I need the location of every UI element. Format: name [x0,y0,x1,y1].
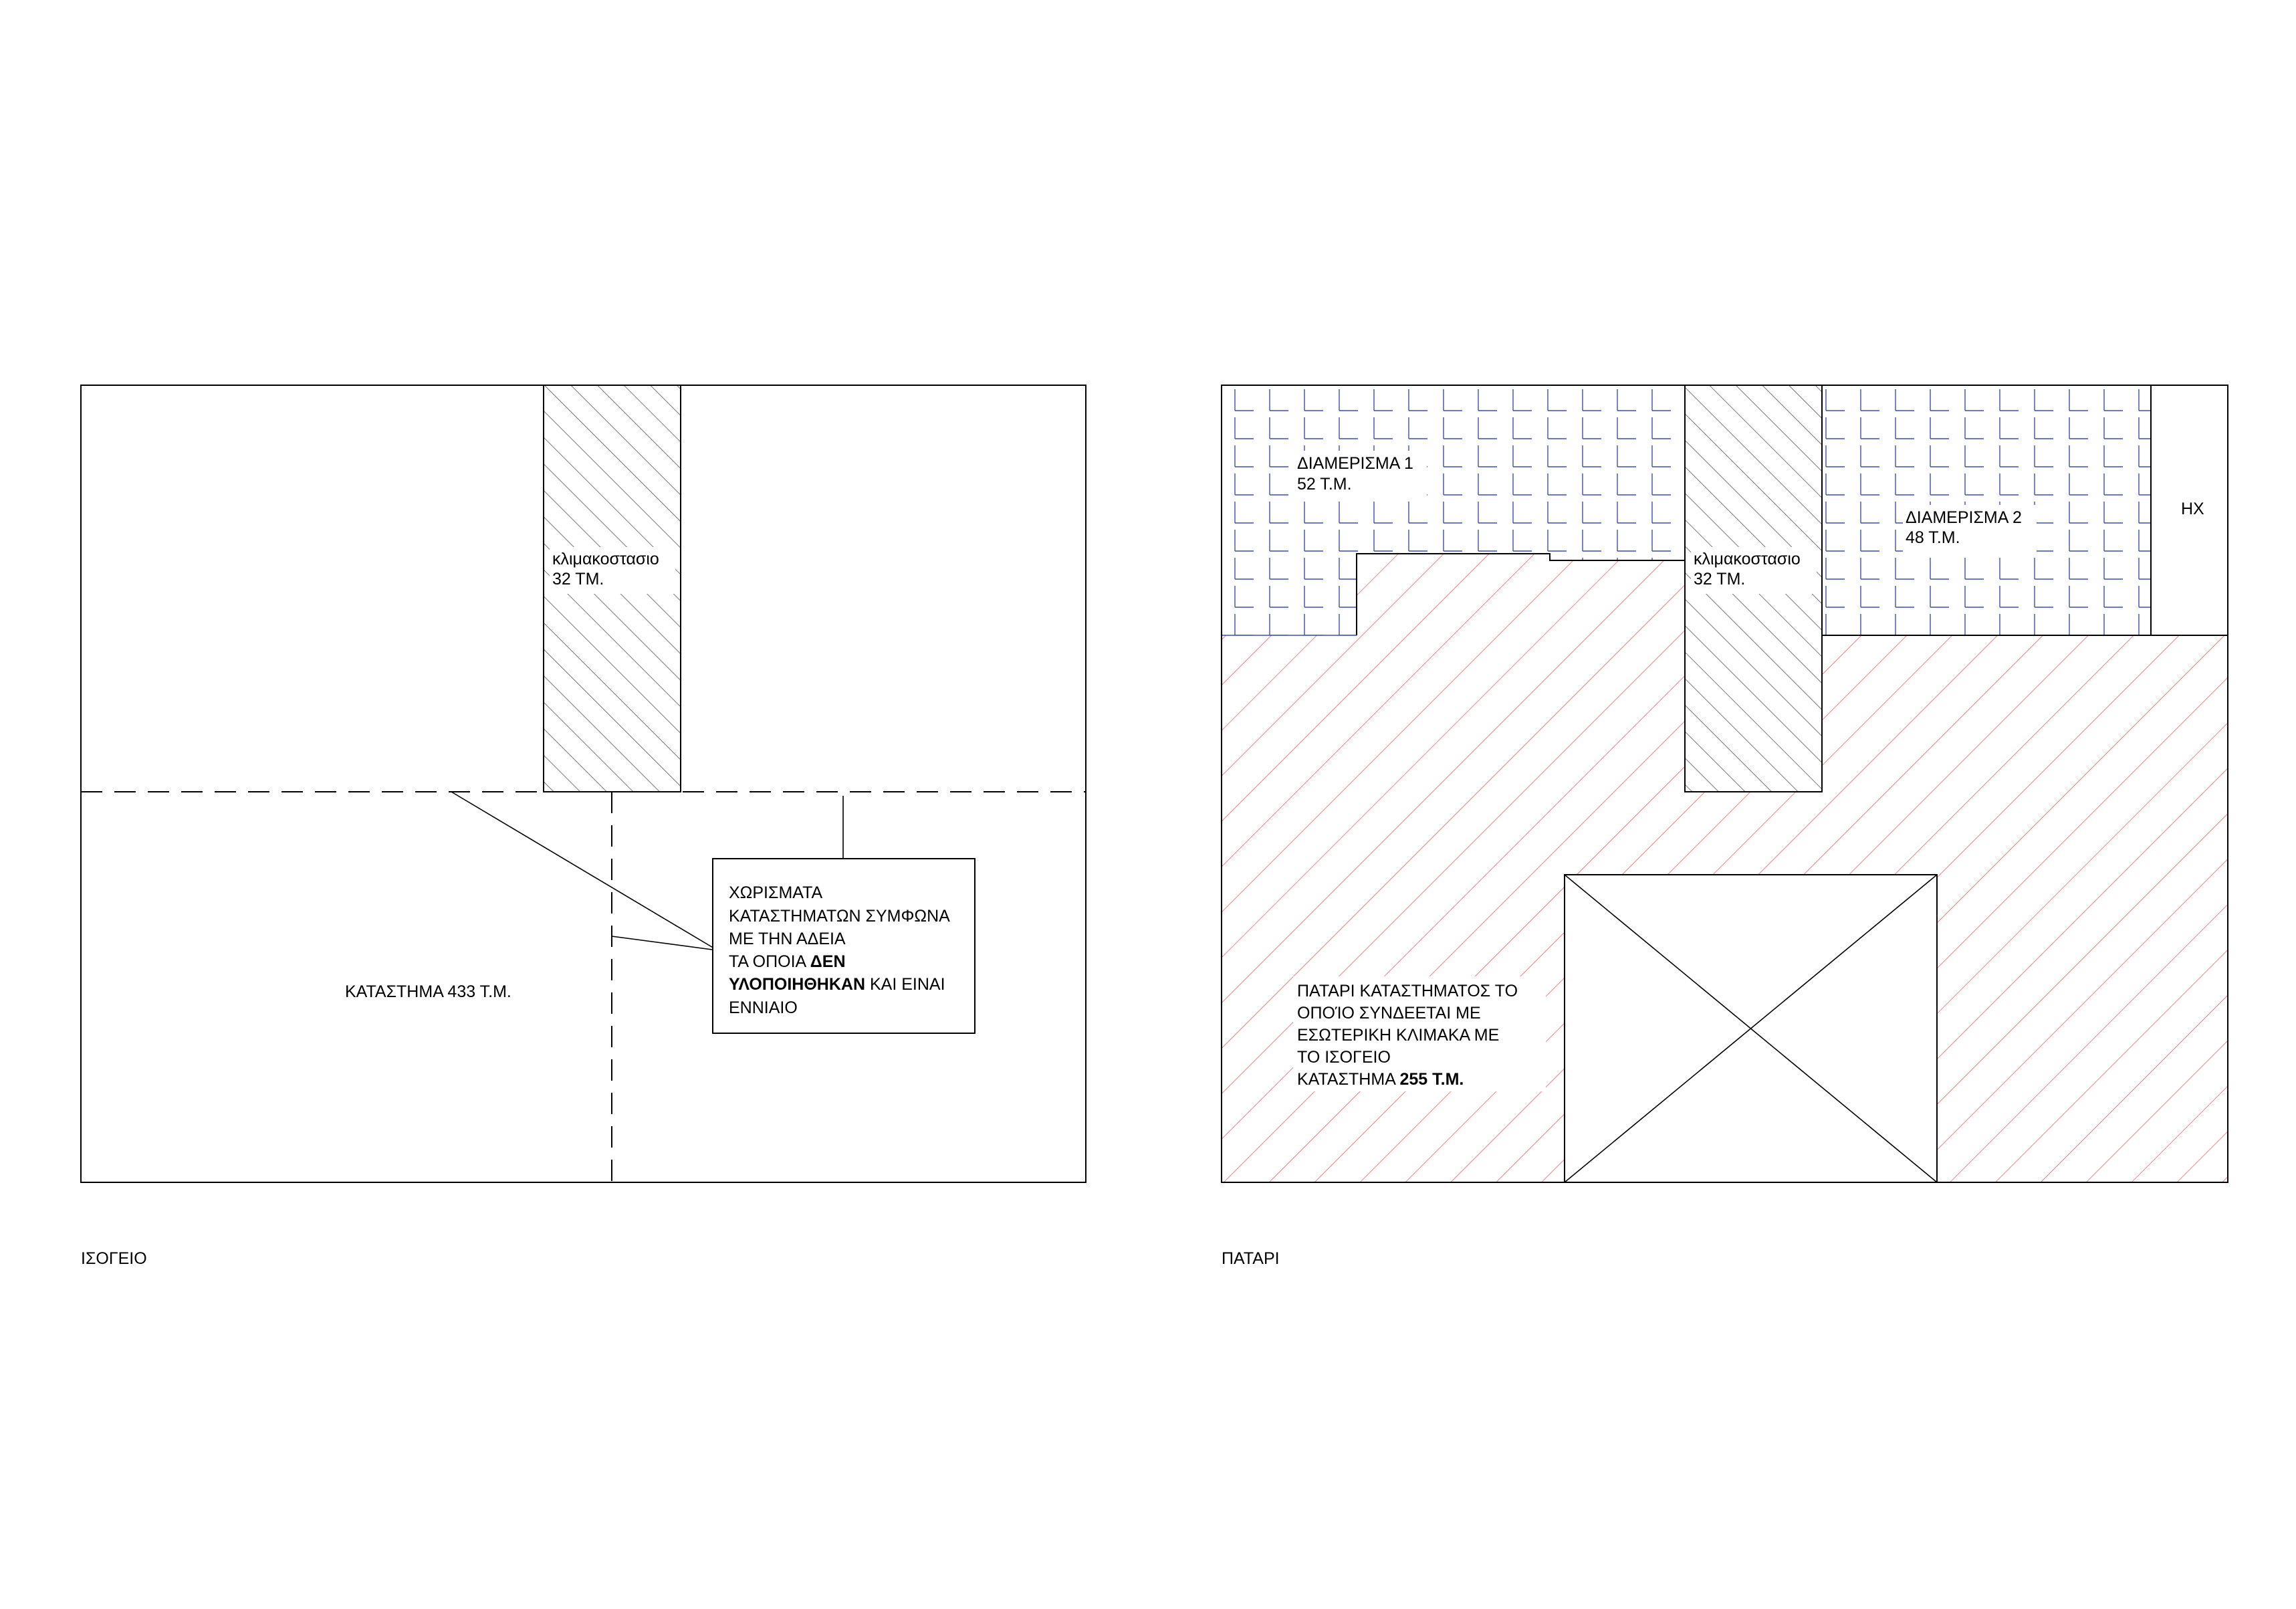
ground-stair-label: κλιμακοστασιο 32 ΤΜ. [552,550,664,588]
mezzanine-label-bg [1293,976,1546,1091]
ground-floor-plan: κλιμακοστασιο 32 ΤΜ. ΧΩΡΙΣΜΑΤΑ ΚΑΤΑΣΤΗΜΑ… [80,385,1086,1268]
stair-opening-diagonal-2 [1564,874,1938,1183]
mezzanine-title: ΠΑΤΑΡΙ [1222,1249,1280,1268]
partitions-note-box [712,858,975,1034]
leader-line-1 [451,791,715,949]
apartment-1-grid [1222,385,1685,635]
mezzanine-plan: ΔΙΑΜΕΡΙΣΜΑ 1 52 Τ.Μ. ΔΙΑΜΕΡΙΣΜΑ 2 48 Τ.Μ… [1221,385,2228,1268]
mezzanine-stair-label-bg [1691,547,1817,594]
apartment-2-label: ΔΙΑΜΕΡΙΣΜΑ 2 48 Τ.Μ. [1906,508,2027,547]
ground-floor-title: ΙΣΟΓΕΙΟ [81,1249,147,1268]
partitions-note: ΧΩΡΙΣΜΑΤΑ ΚΑΤΑΣΤΗΜΑΤΩΝ ΣΥΜΦΩΝΑ ΜΕ ΤΗΝ ΑΔ… [729,883,953,1017]
mezzanine-stair-label: κλιμακοστασιο 32 ΤΜ. [1694,550,1805,588]
apartment-1-outline [1356,553,1685,635]
apartment-1-label: ΔΙΑΜΕΡΙΣΜΑ 1 52 Τ.Μ. [1297,454,1418,494]
ground-shop-label: ΚΑΤΑΣΤΗΜΑ 433 Τ.Μ. [345,982,511,1001]
partition-stub [611,936,713,950]
hx-label: ΗΧ [2181,500,2204,518]
apartment-1-label-bg [1293,451,1427,498]
mezzanine-outline [1221,385,2228,1183]
hx-room [2150,385,2228,636]
ground-stair-label-bg [550,547,675,594]
apartment-2-label-bg [1903,505,2037,552]
mezzanine-label: ΠΑΤΑΡΙ ΚΑΤΑΣΤΗΜΑΤΟΣ ΤΟ ΟΠΟΊΟ ΣΥΝΔΕΕΤΑΙ Μ… [1297,982,1522,1089]
